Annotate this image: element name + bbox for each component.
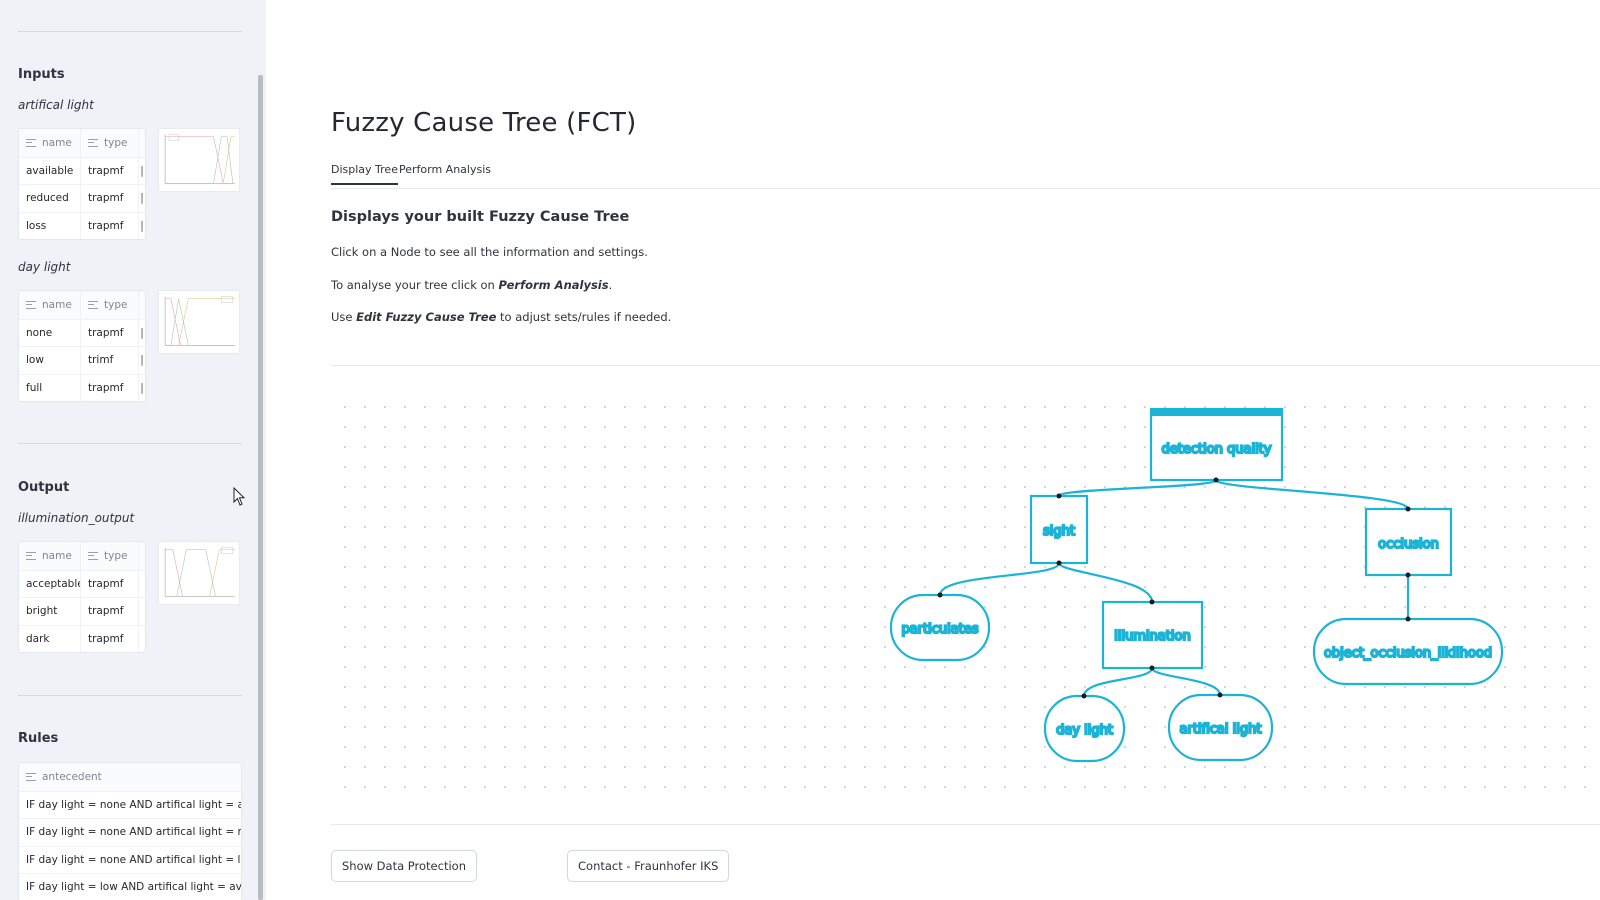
rules-heading: Rules — [18, 731, 59, 746]
output-heading: Output — [18, 480, 70, 495]
svg-text:occlusion: occlusion — [1378, 537, 1439, 552]
tab-display-tree[interactable]: Display Tree — [331, 163, 398, 185]
text-column-icon — [26, 551, 36, 560]
tree-node-sight[interactable]: sight — [1029, 494, 1089, 565]
column-header-name: name — [42, 549, 72, 562]
tree-node-root[interactable]: detection quality — [1149, 407, 1284, 482]
main-content: Fuzzy Cause Tree (FCT) Display Tree Perf… — [266, 0, 1600, 900]
text-column-icon — [26, 772, 36, 781]
svg-text:particulates: particulates — [901, 622, 978, 637]
sidebar-divider — [18, 443, 242, 444]
svg-text:day light: day light — [1056, 723, 1113, 738]
column-header-name: name — [42, 136, 72, 149]
tree-edge — [1082, 667, 1154, 697]
divider — [331, 824, 1600, 825]
rules-table[interactable]: antecedent IF day light = none AND artif… — [18, 762, 242, 900]
tree-node-illumination[interactable]: illumination — [1101, 600, 1204, 670]
text-column-icon — [88, 551, 98, 560]
page-title: Fuzzy Cause Tree (FCT) — [331, 108, 637, 138]
table-header-row: name type — [19, 129, 145, 157]
table-row[interactable]: IF day light = none AND artifical light … — [19, 818, 241, 846]
column-header-antecedent: antecedent — [42, 770, 102, 783]
tree-node-artifical-light[interactable]: artifical light — [1167, 693, 1274, 762]
output-variable-name: illumination_output — [18, 511, 135, 525]
membership-function-plot[interactable] — [158, 290, 240, 354]
instruction-text: To analyse your tree click on Perform An… — [331, 278, 613, 292]
text-column-icon — [26, 138, 36, 147]
membership-function-plot[interactable] — [158, 541, 240, 605]
column-header-type: type — [104, 549, 128, 562]
tree-node-object-occlusion[interactable]: object_occlusion_liklihood — [1312, 617, 1504, 686]
tree-edge — [1214, 478, 1410, 511]
svg-text:illumination: illumination — [1114, 629, 1190, 644]
show-data-protection-button[interactable]: Show Data Protection — [331, 850, 477, 882]
tree-node-day-light[interactable]: day light — [1043, 694, 1126, 763]
svg-text:sight: sight — [1043, 524, 1075, 539]
column-header-type: type — [104, 298, 128, 311]
table-row[interactable]: IF day light = low AND artifical light =… — [19, 873, 241, 900]
table-header-row: name type — [19, 291, 145, 319]
instruction-text: Use Edit Fuzzy Cause Tree to adjust sets… — [331, 310, 672, 324]
tab-bar: Display Tree Perform Analysis — [331, 163, 1600, 189]
tree-edge — [1057, 561, 1154, 603]
svg-text:object_occlusion_liklihood: object_occlusion_liklihood — [1324, 646, 1492, 661]
column-header-type: type — [104, 136, 128, 149]
text-column-icon — [88, 138, 98, 147]
sidebar: Inputs artifical light name type availab… — [0, 0, 266, 900]
inputs-heading: Inputs — [18, 67, 65, 82]
membership-function-plot[interactable] — [158, 128, 240, 192]
table-header-row: name type — [19, 542, 145, 570]
tree-connector-points — [937, 477, 1411, 699]
mouse-cursor-icon — [233, 487, 246, 506]
tree-node-particulates[interactable]: particulates — [889, 593, 991, 662]
contact-button[interactable]: Contact - Fraunhofer IKS — [567, 850, 730, 882]
table-row[interactable]: IF day light = none AND artifical light … — [19, 845, 241, 874]
tree-edge — [1057, 478, 1218, 498]
tree-node-occlusion[interactable]: occlusion — [1364, 507, 1453, 577]
tree-edge — [1150, 667, 1222, 696]
sidebar-scrollbar[interactable] — [258, 75, 263, 900]
fuzzy-cause-tree: detection quality sight occlusion partic… — [889, 407, 1504, 763]
input-variable-name: day light — [18, 260, 71, 274]
table-header-row: antecedent — [19, 763, 241, 791]
divider — [331, 365, 1600, 366]
svg-text:artifical light: artifical light — [1180, 722, 1262, 737]
fuzzy-cause-tree-canvas[interactable]: detection quality sight occlusion partic… — [331, 393, 1600, 798]
input-variable-name: artifical light — [18, 98, 94, 112]
svg-text:detection quality: detection quality — [1162, 442, 1272, 457]
sidebar-divider — [18, 695, 242, 696]
text-column-icon — [26, 300, 36, 309]
text-column-icon — [88, 300, 98, 309]
tab-perform-analysis[interactable]: Perform Analysis — [399, 163, 491, 176]
tree-edge — [938, 562, 1061, 596]
sidebar-divider — [18, 31, 242, 32]
table-row[interactable]: IF day light = none AND artifical light … — [19, 790, 241, 819]
instruction-text: Click on a Node to see all the informati… — [331, 245, 648, 259]
column-header-name: name — [42, 298, 72, 311]
section-heading: Displays your built Fuzzy Cause Tree — [331, 209, 630, 225]
